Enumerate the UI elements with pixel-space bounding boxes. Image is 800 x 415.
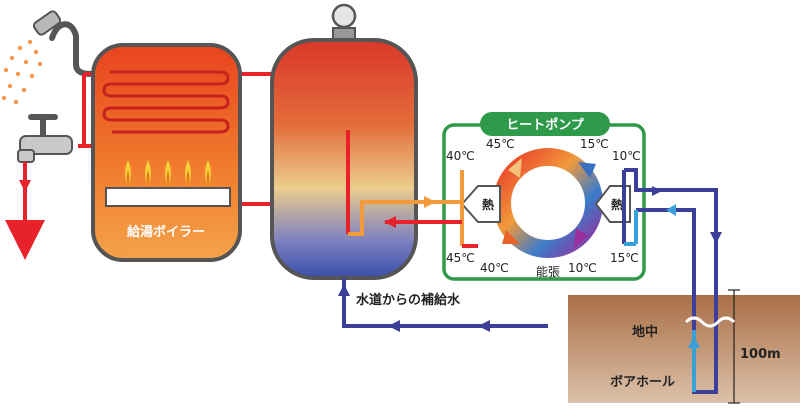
boiler: 給湯ボイラー	[91, 43, 242, 262]
burner-flames	[125, 160, 211, 186]
heat-in-label: 熱	[611, 197, 623, 212]
heat-pump: ヒートポンプ 熱 熱 40℃ 45℃ 45℃ 15℃ 40℃ 10℃ 10℃ 1…	[442, 112, 646, 281]
temp-label: 10℃	[612, 149, 641, 163]
cycle-arrow-icon	[578, 162, 596, 178]
heat-in-arrow	[594, 185, 631, 223]
heat-out-label: 熱	[482, 197, 494, 212]
faucet-icon	[17, 114, 73, 163]
ground-label: 地中	[632, 324, 658, 340]
cycle-arrow-icon	[502, 230, 520, 244]
temp-label: 40℃	[480, 261, 509, 275]
wave-break-icon	[684, 316, 736, 328]
arrow-up-icon	[688, 336, 700, 348]
temp-label: 45℃	[486, 137, 515, 151]
refrigerant-cycle-ring	[493, 148, 603, 258]
burner-plate	[105, 187, 231, 207]
heat-pump-title: ヒートポンプ	[506, 117, 585, 133]
shower-icon	[1, 10, 95, 105]
heat-out-arrow	[460, 185, 501, 223]
cycle-arrow-icon	[574, 228, 588, 248]
temp-label: 45℃	[446, 251, 475, 265]
ground: 地中 ボアホール	[568, 295, 800, 403]
borehole-label: ボアホール	[610, 374, 675, 390]
cycle-arrow-icon	[508, 158, 522, 178]
arrow-left-icon	[388, 320, 400, 332]
arrow-up-icon	[338, 284, 350, 296]
water-supply-label: 水道からの補給水	[356, 292, 461, 308]
arrow-left-icon	[666, 204, 676, 216]
arrow-down-icon	[710, 232, 722, 244]
depth-label: 100m	[740, 347, 781, 362]
arrow-down-icon	[19, 180, 31, 192]
arrow-left-icon	[384, 216, 396, 228]
cycle-label: 能張	[536, 265, 560, 279]
boiler-label: 給湯ボイラー	[127, 224, 205, 240]
depth-scale: 100m	[728, 289, 781, 404]
temp-label: 15℃	[580, 137, 609, 151]
gauge-icon	[331, 3, 357, 29]
storage-tank	[270, 3, 418, 280]
heat-pump-loop-pipes	[348, 200, 462, 236]
temp-label: 40℃	[446, 149, 475, 163]
heating-coil	[102, 70, 230, 134]
arrow-left-icon	[478, 320, 490, 332]
arrow-right-icon	[424, 196, 436, 208]
temp-label: 10℃	[568, 261, 597, 275]
arrow-right-icon	[652, 186, 662, 196]
temp-label: 15℃	[610, 251, 639, 265]
